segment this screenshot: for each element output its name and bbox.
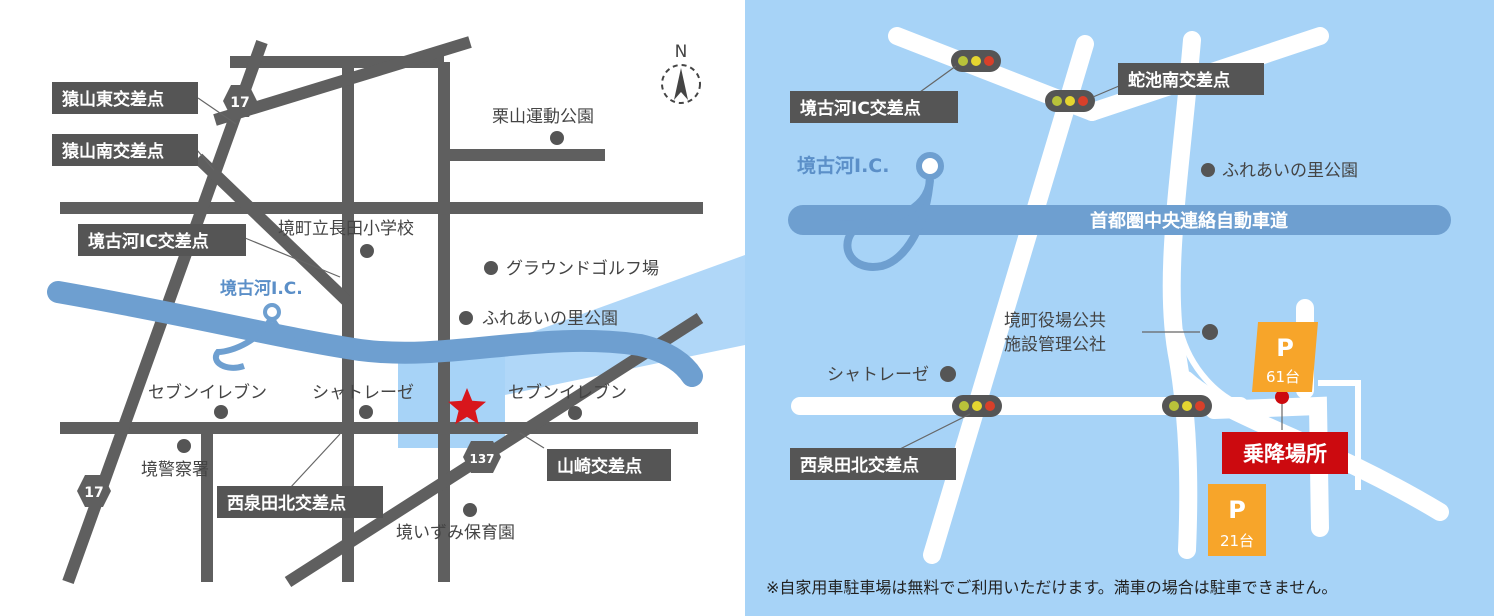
- svg-text:17: 17: [84, 485, 103, 501]
- label-nagata-school: 境町立長田小学校: [278, 219, 414, 239]
- svg-text:境古河IC交差点: 境古河IC交差点: [88, 231, 209, 252]
- right-label-jaike-minami: 蛇池南交差点: [1118, 63, 1264, 95]
- right-dot-facility: [1202, 324, 1218, 340]
- right-leader-lines: [897, 65, 1283, 451]
- right-label-facility-line1: 境町役場公共: [1004, 311, 1106, 331]
- svg-text:乗降場所: 乗降場所: [1243, 442, 1327, 466]
- svg-text:山崎交差点: 山崎交差点: [557, 456, 642, 477]
- right-dot-fureai: [1201, 163, 1215, 177]
- route-17-shield-bottom: 17: [77, 475, 111, 507]
- svg-text:17: 17: [230, 95, 249, 111]
- local-roads: [60, 36, 704, 588]
- label-ground-golf: グラウンドゴルフ場: [506, 258, 659, 279]
- label-seven-eleven-1: セブンイレブン: [148, 382, 267, 403]
- label-saruyama-higashi: 猿山東交差点: [52, 82, 198, 114]
- svg-text:61台: 61台: [1266, 368, 1300, 386]
- traffic-light-icon: [1045, 90, 1095, 112]
- label-nishi-izumida-kita: 西泉田北交差点: [217, 486, 383, 518]
- right-label-sakaikoga-ic: 境古河IC交差点: [790, 91, 958, 123]
- ic-ramp: [213, 314, 275, 371]
- svg-text:猿山南交差点: 猿山南交差点: [61, 141, 164, 162]
- label-saruyama-minami: 猿山南交差点: [52, 134, 198, 166]
- expressway: [47, 281, 703, 387]
- traffic-light-icon: [951, 50, 1001, 72]
- right-dot-chateraise: [940, 366, 956, 382]
- svg-text:猿山東交差点: 猿山東交差点: [61, 89, 164, 110]
- svg-text:境古河IC交差点: 境古河IC交差点: [800, 98, 921, 119]
- destination-star-icon: [448, 388, 486, 425]
- label-police: 境警察署: [141, 460, 209, 480]
- right-ic-label: 境古河I.C.: [797, 154, 889, 177]
- right-ic-marker: [916, 152, 944, 180]
- right-ic-ramp: [839, 179, 934, 229]
- traffic-light-icon: [952, 395, 1002, 417]
- leader-lines: [196, 97, 545, 489]
- pickup-label: 乗降場所: [1222, 432, 1348, 474]
- label-seven-eleven-2: セブンイレブン: [508, 382, 627, 403]
- compass-icon: N: [661, 42, 701, 104]
- svg-text:N: N: [675, 42, 688, 62]
- zoom-callout: [505, 255, 745, 395]
- pickup-point: [1275, 390, 1289, 404]
- parking-61: P 61台: [1252, 322, 1318, 392]
- right-label-chateraise: シャトレーゼ: [827, 365, 929, 385]
- right-label-facility-line2: 施設管理公社: [1004, 335, 1106, 355]
- right-minor-roads: [1177, 329, 1361, 490]
- ic-marker: [263, 303, 281, 321]
- right-expressway-label: 首都圏中央連絡自動車道: [1090, 210, 1288, 232]
- label-nursery: 境いずみ保育園: [396, 523, 515, 543]
- route-137-shield: 137: [463, 441, 501, 473]
- place-dots: [177, 131, 582, 517]
- svg-text:P: P: [1228, 496, 1246, 524]
- label-chateraise: シャトレーゼ: [312, 383, 414, 403]
- label-ic: 境古河I.C.: [220, 278, 303, 299]
- svg-text:137: 137: [469, 452, 494, 466]
- svg-text:蛇池南交差点: 蛇池南交差点: [1128, 70, 1230, 91]
- right-label-nishi-izumida-kita: 西泉田北交差点: [790, 448, 956, 480]
- right-ic-loop: [843, 171, 934, 271]
- label-sakaikoga-ic-intersection: 境古河IC交差点: [78, 224, 246, 256]
- ic-ramp-2: [269, 316, 311, 348]
- traffic-light-icon: [1162, 395, 1212, 417]
- parking-21: P 21台: [1208, 484, 1266, 556]
- parking-note: ※自家用車駐車場は無料でご利用いただけます。満車の場合は駐車できません。: [766, 578, 1337, 597]
- route-17-shield-top: 17: [223, 85, 257, 117]
- label-fureai-park: ふれあいの里公園: [482, 309, 618, 329]
- svg-text:P: P: [1276, 334, 1294, 362]
- svg-text:西泉田北交差点: 西泉田北交差点: [800, 455, 919, 476]
- label-yamazaki: 山崎交差点: [547, 449, 671, 481]
- svg-text:21台: 21台: [1220, 532, 1254, 550]
- label-kuriyama-park: 栗山運動公園: [492, 107, 594, 127]
- right-label-fureai-park: ふれあいの里公園: [1222, 161, 1358, 181]
- svg-text:西泉田北交差点: 西泉田北交差点: [227, 493, 346, 514]
